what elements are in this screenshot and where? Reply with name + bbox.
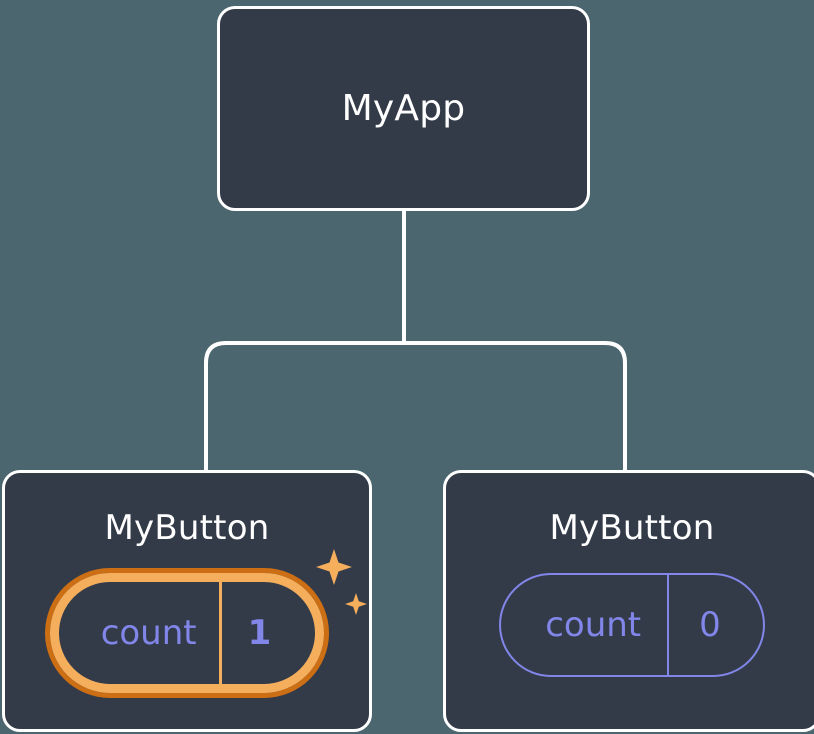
node-title: MyApp: [341, 87, 466, 129]
state-pill-wrapper-right: count 0: [499, 573, 765, 677]
state-key: count: [545, 605, 642, 645]
edge-bus: [204, 341, 627, 470]
node-myapp[interactable]: MyApp: [217, 6, 590, 211]
node-mybutton-left[interactable]: MyButton count 1: [2, 470, 372, 732]
state-pill-highlighted[interactable]: count 1: [49, 573, 325, 693]
state-key: count: [100, 613, 197, 653]
node-title: MyButton: [549, 508, 715, 548]
state-value: 1: [247, 613, 272, 653]
state-pill-wrapper-left: count 1: [49, 549, 368, 693]
state-value: 0: [699, 605, 721, 645]
pill-divider: [218, 582, 222, 684]
node-mybutton-right[interactable]: MyButton count 0: [443, 470, 814, 732]
state-pill[interactable]: count 0: [499, 573, 765, 677]
node-title: MyButton: [104, 508, 270, 548]
pill-divider: [667, 575, 670, 675]
